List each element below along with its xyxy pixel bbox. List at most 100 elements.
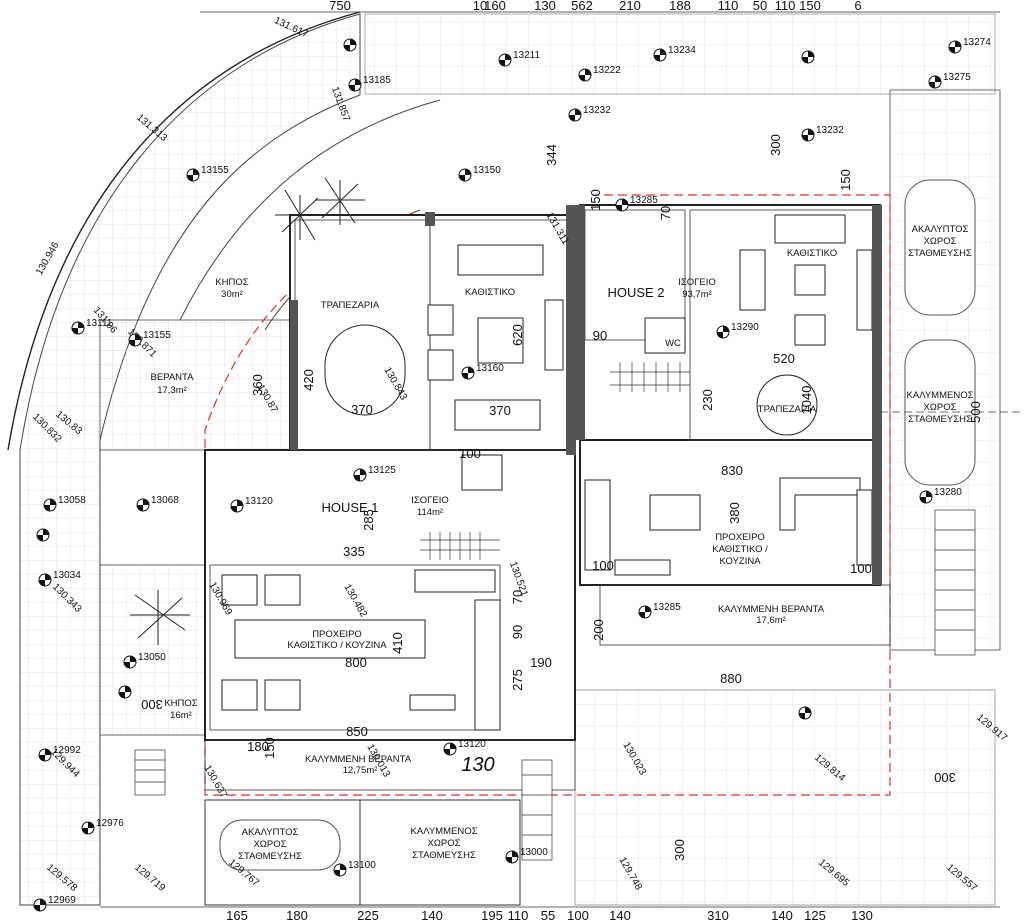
kipos-top-label: ΚΗΠΟΣ — [215, 277, 248, 288]
kalymmeni-veranta-1-label: ΚΑΛΥΜΜΕΝΗ ΒΕΡΑΝΤΑ — [305, 754, 412, 765]
proxeiro-1-sub: ΚΑΘΙΣΤΙΚΟ / ΚΟΥΖΙΝΑ — [287, 640, 387, 651]
top-dimension-label: 110 — [775, 0, 796, 13]
interior-dimension-label: 800 — [345, 655, 367, 670]
proxeiro-2-label: ΠΡΟΧΕΙΡΟ — [715, 532, 765, 543]
top-dimension-label: 562 — [571, 0, 593, 13]
kalymmeni-veranta-2-label: ΚΑΛΥΜΜΕΝΗ ΒΕΡΑΝΤΑ — [718, 604, 825, 615]
tree-symbols — [130, 177, 365, 645]
elevation-point-symbol — [716, 325, 730, 339]
elevation-point-label: 13160 — [476, 363, 504, 374]
paved-top-strip — [364, 13, 996, 95]
spot-height-130: 130 — [461, 754, 494, 776]
house-2-label: HOUSE 2 — [607, 285, 664, 300]
elevation-point-label: 13285 — [630, 195, 658, 206]
kipos-bottom-label: ΚΗΠΟΣ — [164, 698, 197, 709]
elevation-point-symbol — [461, 366, 475, 380]
elevation-point-label: 13285 — [653, 602, 681, 613]
elevation-point-symbol — [653, 48, 667, 62]
elevation-point-label: 13185 — [363, 75, 391, 86]
garden-curve — [179, 99, 441, 321]
akalyptos-right-label: ΑΚΑΛΥΠΤΟΣ — [912, 224, 969, 235]
interior-dimension-label: 830 — [721, 463, 743, 478]
bottom-dimension-label: 310 — [707, 908, 729, 922]
elevation-point-label: 13034 — [53, 570, 81, 581]
elevation-point-label: 13234 — [668, 45, 696, 56]
kalymmenos-bottom-label: ΧΩΡΟΣ — [427, 838, 460, 849]
sofa-2 — [774, 214, 846, 244]
isogeio-2-area: 93,7m² — [682, 289, 712, 300]
elevation-point-label: 13290 — [731, 322, 759, 333]
elevation-point-label: 13125 — [368, 465, 396, 476]
interior-dimension-label: 380 — [727, 502, 742, 524]
kalymmenos-right-label: ΣΤΑΘΜΕΥΣΗΣ — [908, 414, 972, 425]
top-dimension-label: 160 — [484, 0, 506, 13]
interior-dimension-label: 420 — [301, 369, 316, 391]
bottom-dimension-label: 195 — [481, 908, 503, 922]
top-dimension-label: 188 — [669, 0, 691, 13]
elevation-point-label: 13274 — [963, 37, 991, 48]
interior-dimension-label: 275 — [510, 669, 525, 691]
kitchen-island-1 — [234, 619, 426, 659]
car-right-1 — [904, 179, 976, 316]
right-stairs — [934, 509, 976, 656]
elevation-point-label: 13150 — [473, 165, 501, 176]
top-dimension-label: 10 — [473, 0, 487, 13]
elevation-point-label: 13155 — [201, 165, 229, 176]
interior-dimension-label: 230 — [700, 389, 715, 411]
akalyptos-right-label: ΣΤΑΘΜΕΥΣΗΣ — [908, 248, 972, 259]
survey-marker-icon — [118, 685, 132, 699]
elevation-point-symbol — [498, 53, 512, 67]
elevation-point-label: 13111 — [86, 318, 113, 329]
elevation-label: 131.313 — [134, 112, 169, 144]
bottom-dimension-label: 55 — [541, 908, 555, 922]
kalymmenos-bottom-label: ΚΑΛΥΜΜΕΝΟΣ — [411, 826, 478, 837]
survey-marker-icon — [36, 528, 50, 542]
elevation-label: 131.617 — [272, 15, 310, 40]
sofa-1 — [457, 244, 544, 276]
proxeiro-2-label: ΚΟΥΖΙΝΑ — [719, 556, 761, 567]
elevation-point-label: 13280 — [934, 487, 962, 498]
level-mark-left: 300 — [141, 697, 163, 712]
elevation-point-symbol — [81, 821, 95, 835]
bottom-dimension-label: 140 — [421, 908, 443, 922]
elevation-point-symbol — [928, 75, 942, 89]
dining-table-1 — [324, 324, 406, 416]
survey-marker-icon — [798, 706, 812, 720]
interior-dimension-label: 410 — [390, 632, 405, 654]
elevation-point-symbol — [38, 748, 52, 762]
top-dimension-label: 50 — [753, 0, 767, 13]
elevation-point-symbol — [638, 605, 652, 619]
elevation-point-symbol — [948, 40, 962, 54]
elevation-point-symbol — [353, 468, 367, 482]
elevation-point-label: 13000 — [520, 847, 548, 858]
interior-dimension-label: 70 — [510, 590, 525, 604]
elevation-point-label: 13275 — [943, 72, 971, 83]
car-bottom-left — [219, 819, 341, 871]
site-boundary-arc — [7, 11, 361, 451]
elevation-point-label: 12976 — [96, 818, 124, 829]
bottom-dimension-label: 100 — [567, 908, 589, 922]
interior-dimension-label: 70 — [658, 206, 673, 220]
elevation-point-symbol — [186, 168, 200, 182]
elevation-point-symbol — [128, 333, 142, 347]
interior-dimension-label: 335 — [343, 544, 365, 559]
bottom-dimension-label: 130 — [851, 908, 873, 922]
interior-dimension-label: 285 — [361, 509, 376, 531]
elevation-point-label: 13100 — [348, 860, 376, 871]
top-dimension-label: 130 — [534, 0, 556, 13]
left-stairs — [134, 749, 553, 861]
interior-dimension-label: 150 — [588, 189, 603, 211]
coffee-table-1 — [477, 317, 524, 364]
bottom-dimension-label: 125 — [804, 908, 826, 922]
top-dimension-label: 750 — [329, 0, 351, 13]
elevation-point-label: 12992 — [53, 745, 81, 756]
interior-dimension-label: 880 — [720, 671, 742, 686]
isogeio-2-label: ΙΣΟΓΕΙΟ — [678, 277, 716, 288]
elevation-point-label: 13211 — [513, 50, 541, 61]
elevation-point-symbol — [801, 128, 815, 142]
survey-marker-icon — [343, 38, 357, 52]
interior-dimension-label: 850 — [346, 724, 368, 739]
top-dimension-label: 110 — [718, 0, 739, 13]
elevation-point-symbol — [123, 655, 137, 669]
